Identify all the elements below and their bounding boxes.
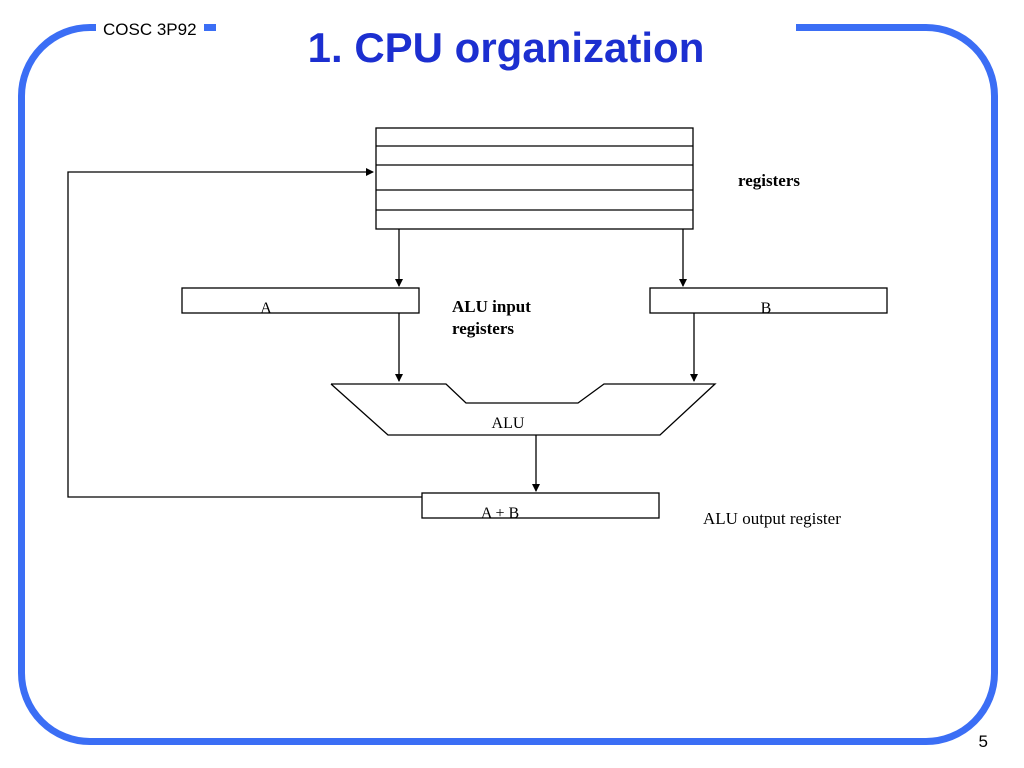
register-a-label: A — [260, 300, 272, 317]
output-register-label: A + B — [481, 505, 519, 522]
alu-input-label-line1: ALU input — [452, 297, 531, 316]
alu-shape — [330, 383, 717, 436]
alu-input-label-line2: registers — [452, 319, 514, 338]
alu-label: ALU — [492, 415, 525, 432]
register-b-label: B — [761, 300, 772, 317]
course-label: COSC 3P92 — [96, 18, 204, 42]
feedback-arrow — [67, 168, 422, 498]
page-number: 5 — [978, 732, 988, 751]
register-a-box — [181, 287, 420, 314]
registers-label: registers — [738, 171, 800, 190]
register-file — [375, 127, 694, 230]
alu-output-register-label: ALU output register — [703, 509, 841, 528]
output-register-box — [421, 492, 660, 519]
slide-title: 1. CPU organization — [216, 22, 796, 74]
register-b-box — [649, 287, 888, 314]
